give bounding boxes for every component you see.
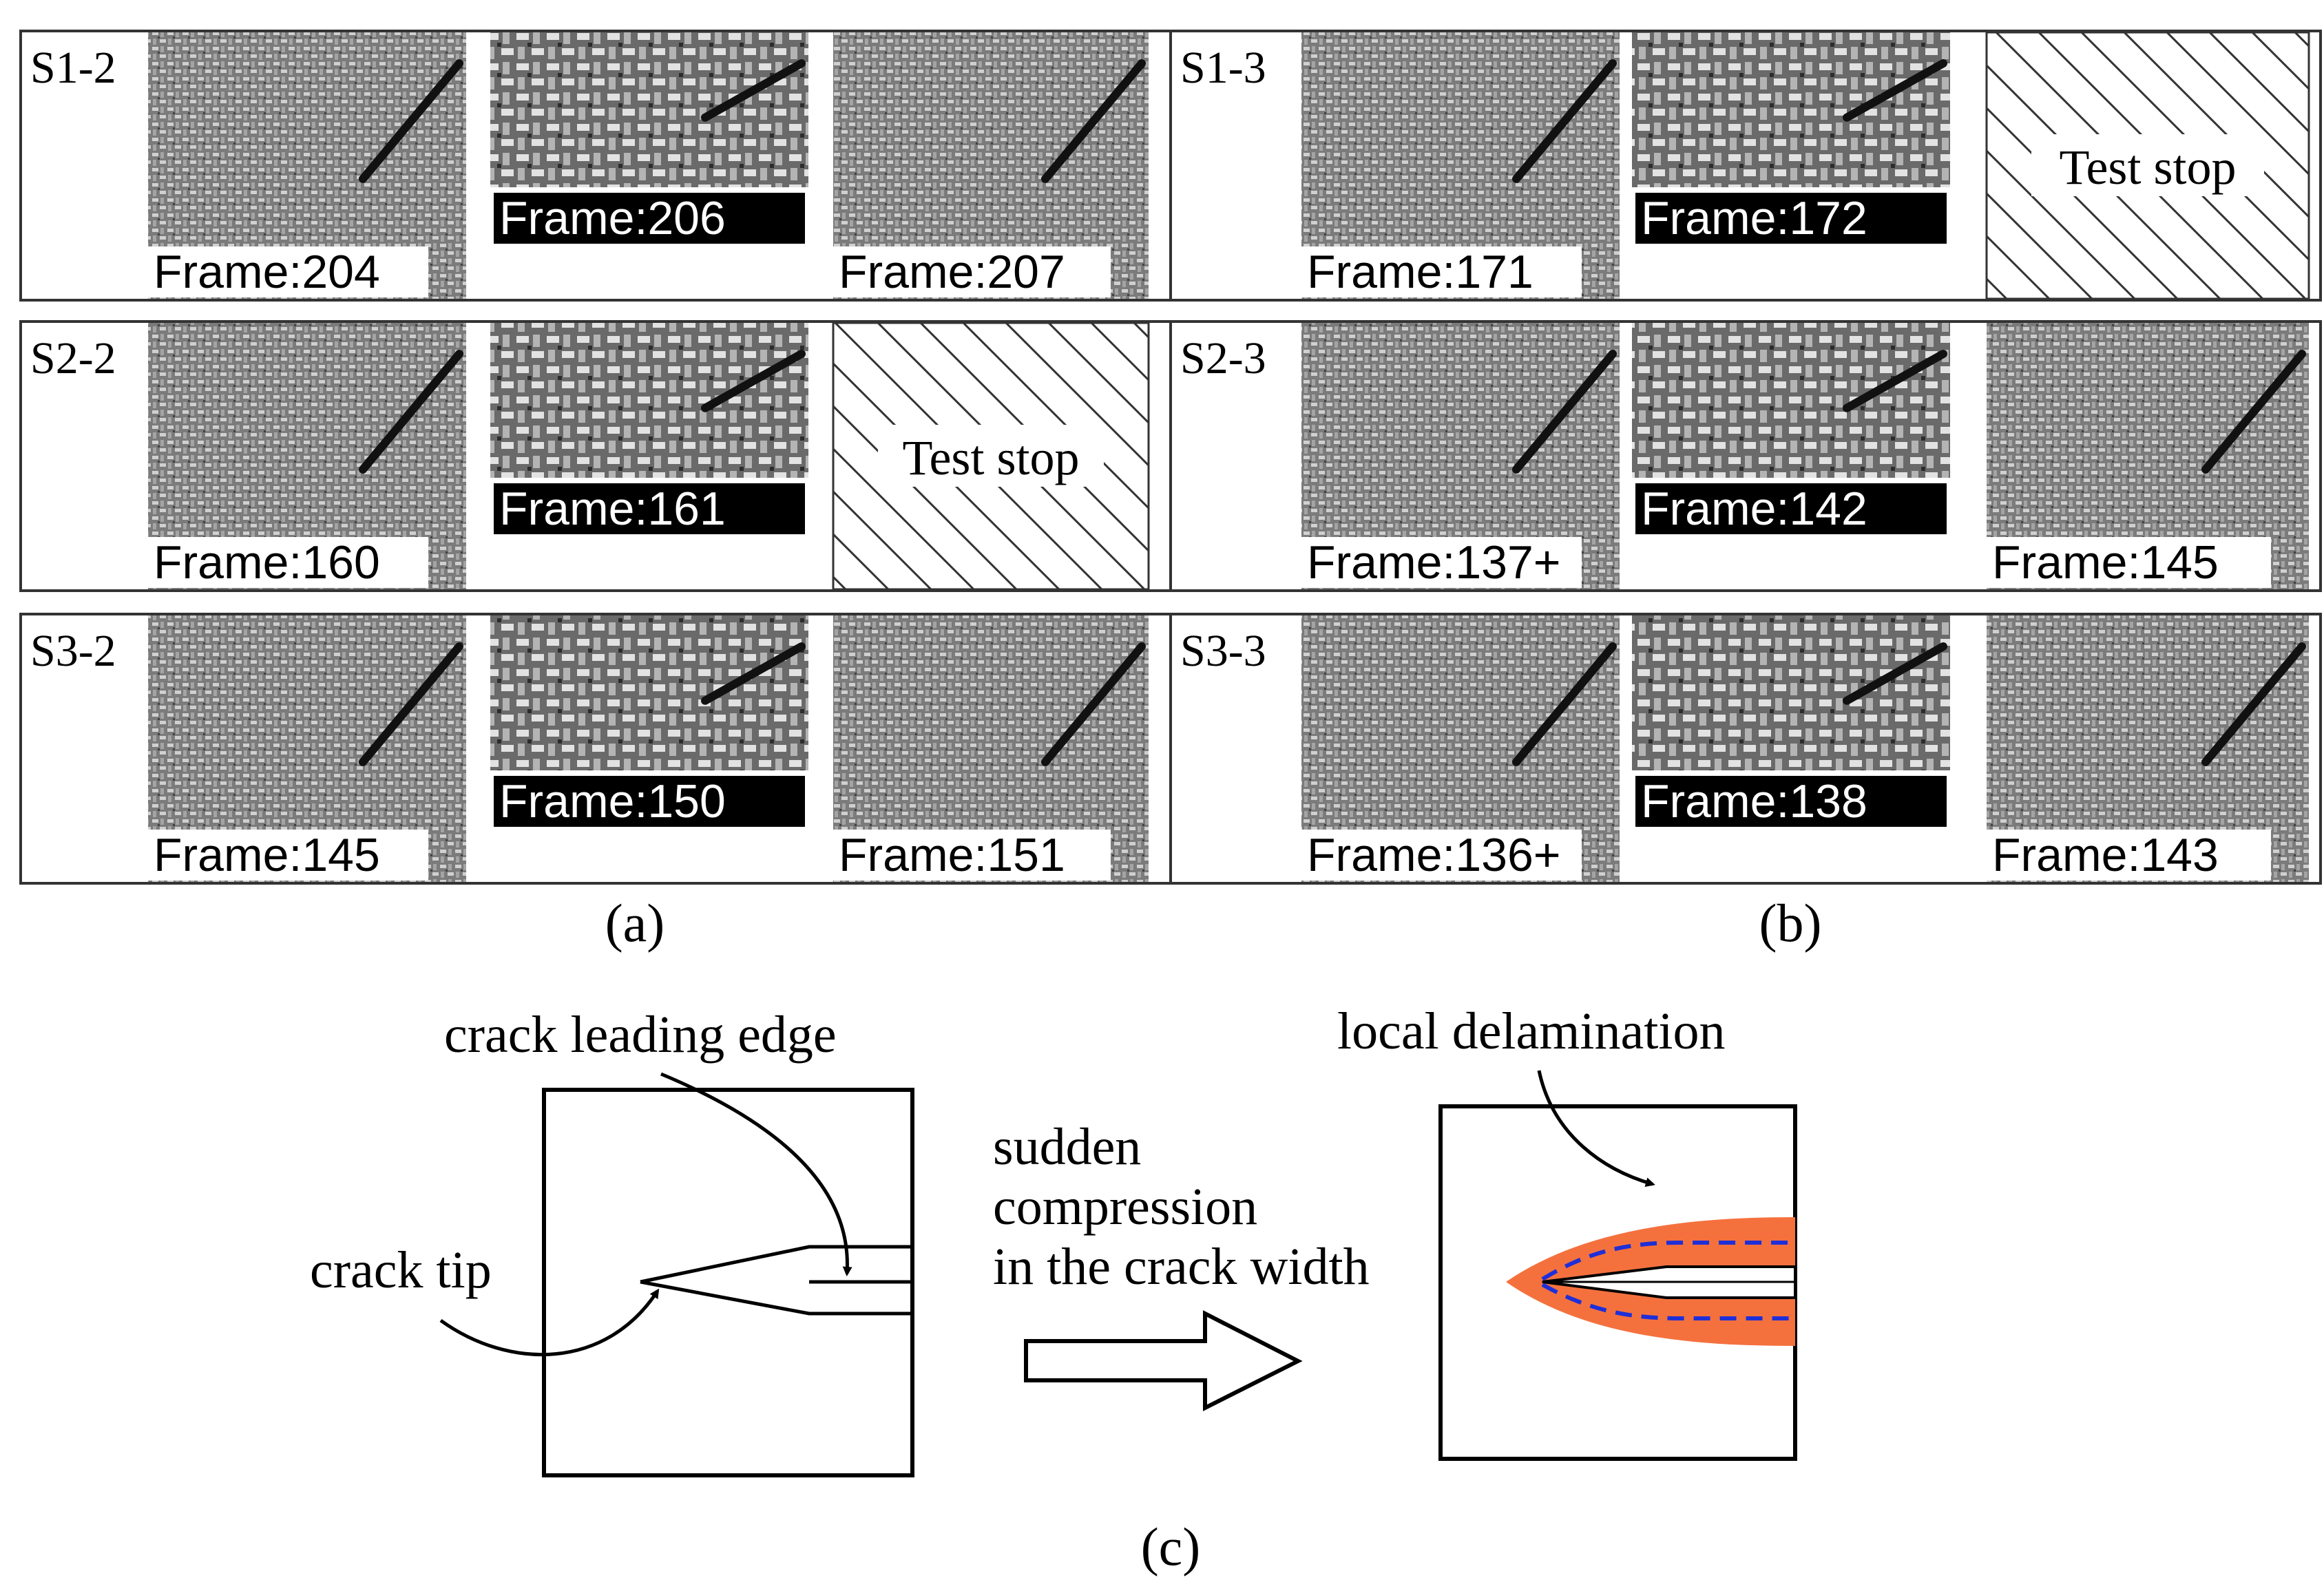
frame-label: Frame:206	[499, 192, 726, 244]
specimen-photo	[1632, 323, 1950, 478]
crack-mark	[1512, 642, 1617, 766]
crack-mark	[2201, 642, 2306, 766]
crack-mark	[701, 59, 806, 122]
specimen-photo	[490, 323, 808, 478]
row-label: S1-3	[1180, 43, 1266, 93]
frame-label: Frame:136+	[1307, 829, 1561, 881]
local-delamination-label: local delamination	[1337, 1002, 1725, 1060]
panel-c-schematic: crack leading edge crack tip sudden comp…	[310, 1002, 1797, 1577]
crack-mark	[701, 350, 806, 412]
crack-mark	[701, 642, 806, 705]
frame-label-bg	[1987, 830, 2271, 881]
frame-label: Frame:145	[154, 829, 380, 881]
crack-mark	[1843, 59, 1947, 122]
specimen-photo	[1632, 32, 1950, 187]
frame-label: Frame:161	[499, 483, 726, 535]
frame-label-bg	[494, 776, 805, 827]
crack-mark	[1041, 59, 1146, 183]
panel-c-label: (c)	[1141, 1517, 1201, 1577]
frame-label-bg	[494, 483, 805, 534]
crack-leading-edge-label: crack leading edge	[444, 1006, 837, 1064]
crack-mark	[359, 350, 463, 474]
frame-label-bg	[1301, 246, 1582, 297]
frame-label-bg	[1635, 776, 1947, 827]
frame-label-bg	[494, 193, 805, 244]
crack-mark	[1512, 350, 1617, 474]
dashed-boundary-upper	[1541, 1241, 1790, 1281]
row-label: S3-3	[1180, 626, 1266, 676]
frame-label: Frame:171	[1307, 246, 1533, 298]
panel-a-label: (a)	[605, 893, 665, 953]
transition-text-line2: compression	[993, 1178, 1257, 1236]
frame-label: Frame:150	[499, 775, 726, 828]
test-stop-label: Test stop	[903, 430, 1080, 485]
frame-label: Frame:151	[839, 829, 1065, 881]
row-label: S2-3	[1180, 333, 1266, 383]
row-label: S2-2	[30, 333, 116, 383]
frame-label-bg	[833, 246, 1111, 297]
transition-text-line3: in the crack width	[993, 1238, 1370, 1296]
specimen-photo	[490, 615, 808, 770]
crack-mark	[1843, 642, 1947, 705]
frame-label: Frame:172	[1641, 192, 1867, 244]
panel-b-label: (b)	[1759, 893, 1822, 953]
crack-mark	[359, 642, 463, 766]
frame-label-bg	[148, 830, 428, 881]
transition-arrow	[1024, 1310, 1303, 1411]
test-stop-label: Test stop	[2060, 140, 2237, 195]
dashed-boundary-lower	[1541, 1283, 1790, 1320]
row-label: S3-2	[30, 626, 116, 676]
crack-tip-label: crack tip	[310, 1241, 492, 1299]
frame-label: Frame:138	[1641, 775, 1867, 828]
frame-label: Frame:207	[839, 246, 1065, 298]
specimen-photo	[490, 32, 808, 187]
frame-label: Frame:160	[154, 536, 380, 589]
frame-label: Frame:204	[154, 246, 380, 298]
frame-label-bg	[1635, 483, 1947, 534]
frame-label-bg	[833, 830, 1111, 881]
row-label: S1-2	[30, 43, 116, 93]
specimen-photo	[1632, 615, 1950, 770]
frame-label: Frame:142	[1641, 483, 1867, 535]
frame-label-bg	[1635, 193, 1947, 244]
frame-label: Frame:137+	[1307, 536, 1561, 589]
frame-label-bg	[148, 537, 428, 588]
crack-mark	[1041, 642, 1146, 766]
frame-label-bg	[148, 246, 428, 297]
local-delamination-leader	[1537, 1070, 1655, 1187]
crack-mark	[1843, 350, 1947, 412]
crack-mark	[359, 59, 463, 183]
frame-label: Frame:143	[1992, 829, 2219, 881]
crack-mark	[1512, 59, 1617, 183]
transition-text-line1: sudden	[993, 1118, 1141, 1176]
test-stop-label-bg	[2031, 134, 2264, 196]
crack-notch-left	[640, 1245, 912, 1316]
frame-label: Frame:145	[1992, 536, 2219, 589]
frame-label-bg	[1301, 537, 1582, 588]
test-stop-label-bg	[878, 425, 1104, 487]
crack-tip-leader	[439, 1288, 660, 1357]
frame-label-bg	[1987, 537, 2271, 588]
crack-leading-edge-leader	[660, 1072, 852, 1276]
frame-label-bg	[1301, 830, 1582, 881]
crack-mark	[2201, 350, 2306, 474]
